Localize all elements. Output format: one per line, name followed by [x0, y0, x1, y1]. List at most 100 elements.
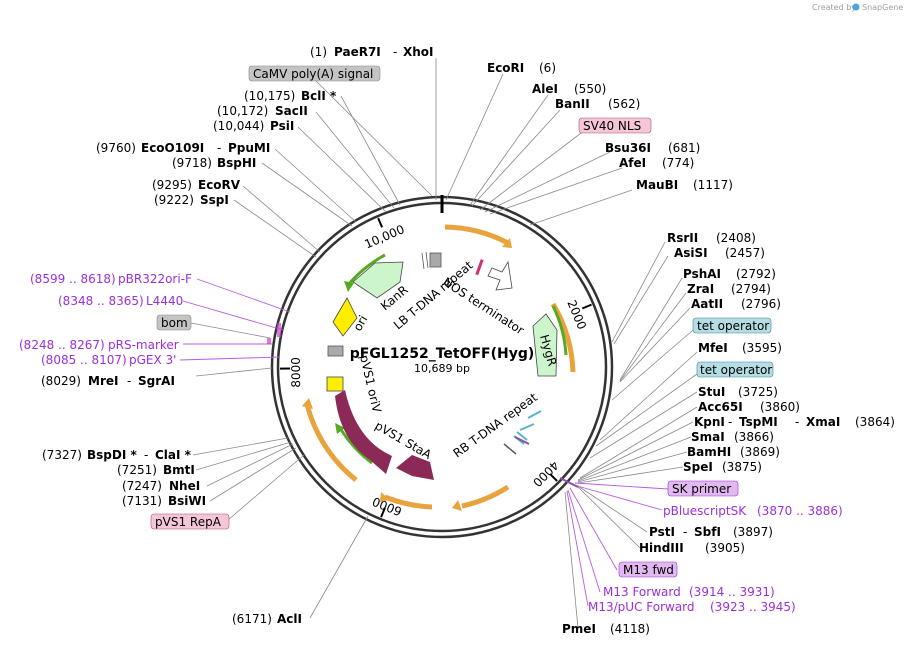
site-banii-name: BanII: [555, 97, 590, 111]
ori-label: ori: [350, 313, 370, 334]
site-afei-pos: (774): [662, 156, 694, 170]
site-pmei-pos: (4118): [610, 622, 650, 636]
credit-brand: SnapGene: [862, 3, 903, 12]
scale-tick-mark: [549, 473, 558, 482]
site-sspi-pos: (9222): [154, 193, 194, 207]
right-site-labels: EcoRI (6) AleI (550) BanII (562) Bsu36I …: [232, 61, 895, 636]
primer-pbr322ori-name: pBR322ori-F: [118, 272, 192, 286]
bom-label: bom: [161, 316, 188, 330]
site-pmei-name: PmeI: [562, 622, 596, 636]
site-hindiii-name: HindIII: [639, 541, 684, 555]
primer-m13puc-name: M13/pUC Forward: [588, 600, 695, 614]
site-bmti-name: BmtI: [163, 463, 195, 477]
scale-tick-label: 2000: [564, 298, 589, 332]
primer-m13puc-range: (3923 .. 3945): [710, 600, 796, 614]
plasmid-name: pFGL1252_TetOFF(Hyg): [350, 346, 535, 362]
site-mfei-name: MfeI: [698, 341, 728, 355]
site-mrei-pos: (8029): [41, 374, 81, 388]
rb-repeat-label: RB T-DNA repeat: [451, 390, 541, 460]
site-aatii-pos: (2796): [741, 297, 781, 311]
site-ecori-name: EcoRI: [487, 61, 524, 75]
site-rsrii-name: RsrII: [667, 231, 698, 245]
m13-fwd-label: M13 fwd: [623, 563, 674, 577]
site-ecoo-pos: (9760): [96, 141, 136, 155]
site-kpni-sep2: -: [795, 415, 799, 429]
site-tspmi-name: TspMI: [739, 415, 778, 429]
site-bspdi-name: BspDI *: [87, 448, 137, 462]
boxed-labels: CaMV poly(A) signal SV40 NLS tet operato…: [150, 65, 774, 578]
nos-arrow-outline: [487, 260, 513, 291]
site-alei-name: AleI: [532, 82, 558, 96]
site-bsphi-name: BspHI: [217, 156, 256, 170]
scale-tick-mark: [581, 303, 592, 310]
site-nhei-pos: (7247): [122, 479, 162, 493]
site-bspdi-sep: -: [144, 448, 148, 462]
hygr-feature: [532, 313, 558, 377]
xhoi-name: XhoI: [403, 45, 434, 59]
pvs1-repa-label: pVS1 RepA: [155, 515, 222, 529]
site-pshai-name: PshAI: [683, 267, 721, 281]
right-primer-labels: pBluescriptSK (3870 .. 3886) M13 Forward…: [588, 504, 843, 614]
site-acli-name: AclI: [277, 612, 302, 626]
site-xmai-name: XmaI: [806, 415, 840, 429]
site-ecoo-sep: -: [217, 141, 221, 155]
site-alei-pos: (550): [574, 82, 606, 96]
scale-tick-label: 10,000: [362, 222, 406, 251]
credit-prefix: Created by: [812, 3, 856, 12]
site-zrai-pos: (2794): [731, 282, 771, 296]
ori-feature: [332, 297, 358, 337]
site-spei-pos: (3875): [722, 460, 762, 474]
primer-prs-marker-name: pRS-marker: [108, 338, 179, 352]
site-spei-name: SpeI: [683, 460, 713, 474]
site-bsiwi-pos: (7131): [122, 494, 162, 508]
site-sspi-name: SspI: [200, 193, 229, 207]
site-smai-name: SmaI: [691, 430, 725, 444]
site-rsrii-pos: (2408): [716, 231, 756, 245]
site-ecorv-name: EcoRV: [198, 178, 241, 192]
site-aatii-name: AatII: [691, 297, 723, 311]
site-zrai-name: ZraI: [687, 282, 714, 296]
site-asisi-pos: (2457): [725, 246, 765, 260]
primer-pbluescriptsk-name: pBluescriptSK: [663, 504, 747, 518]
site-bsiwi-name: BsiWI: [168, 494, 206, 508]
site-stui-name: StuI: [698, 385, 725, 399]
site-bspdi-pos: (7327): [42, 448, 82, 462]
primer-callout-lines: [179, 278, 669, 607]
paer7i-name: PaeR7I: [334, 45, 381, 59]
site-stui-pos: (3725): [738, 385, 778, 399]
nos-terminator-box: [429, 252, 442, 268]
site-acc65i-pos: (3860): [760, 400, 800, 414]
site-ecorv-pos: (9295): [152, 178, 192, 192]
primer-l4440-range: (8348 .. 8365): [58, 294, 144, 308]
site-afei-name: AfeI: [619, 156, 646, 170]
tet-operator-1-label: tet operator: [697, 319, 769, 333]
site-kpni-name: KpnI: [694, 415, 725, 429]
sv40-nls-label: SV40 NLS: [583, 119, 641, 133]
top-labels: (1) PaeR7I - XhoI: [310, 45, 434, 59]
site-asisi-name: AsiSI: [674, 246, 708, 260]
site-bsu36i-pos: (681): [668, 141, 700, 155]
site-clai-name: ClaI *: [155, 448, 192, 462]
site-smai-pos: (3866): [734, 430, 774, 444]
pvs1-staa-feature: [396, 455, 434, 480]
bom-feature: [327, 345, 344, 357]
left-site-labels: (10,175) BclI * (10,172) SacII (10,044) …: [41, 89, 337, 508]
primer-arrow-3: [461, 484, 510, 509]
left-primer-labels: (8599 .. 8618) pBR322ori-F (8348 .. 8365…: [19, 272, 192, 367]
site-acc65i-name: Acc65I: [698, 400, 743, 414]
primer-arrow-5: [304, 403, 358, 482]
camv-label: CaMV poly(A) signal: [253, 67, 373, 81]
site-mfei-pos: (3595): [742, 341, 782, 355]
pvs1-oriv-label: pVS1 oriV: [357, 354, 384, 415]
pvs1-oriv-feature: [335, 390, 392, 474]
primer-arrow-1: [444, 224, 510, 246]
site-psti-name: PstI: [649, 525, 675, 539]
site-psii-pos: (10,044): [213, 119, 264, 133]
site-psti-sep: -: [683, 525, 687, 539]
site-bmti-pos: (7251): [117, 463, 157, 477]
primer-m13forward-range: (3914 .. 3931): [689, 585, 775, 599]
primer-l4440-name: L4440: [146, 294, 183, 308]
site-banii-pos: (562): [608, 97, 640, 111]
site-kpni-pos: (3864): [855, 415, 895, 429]
